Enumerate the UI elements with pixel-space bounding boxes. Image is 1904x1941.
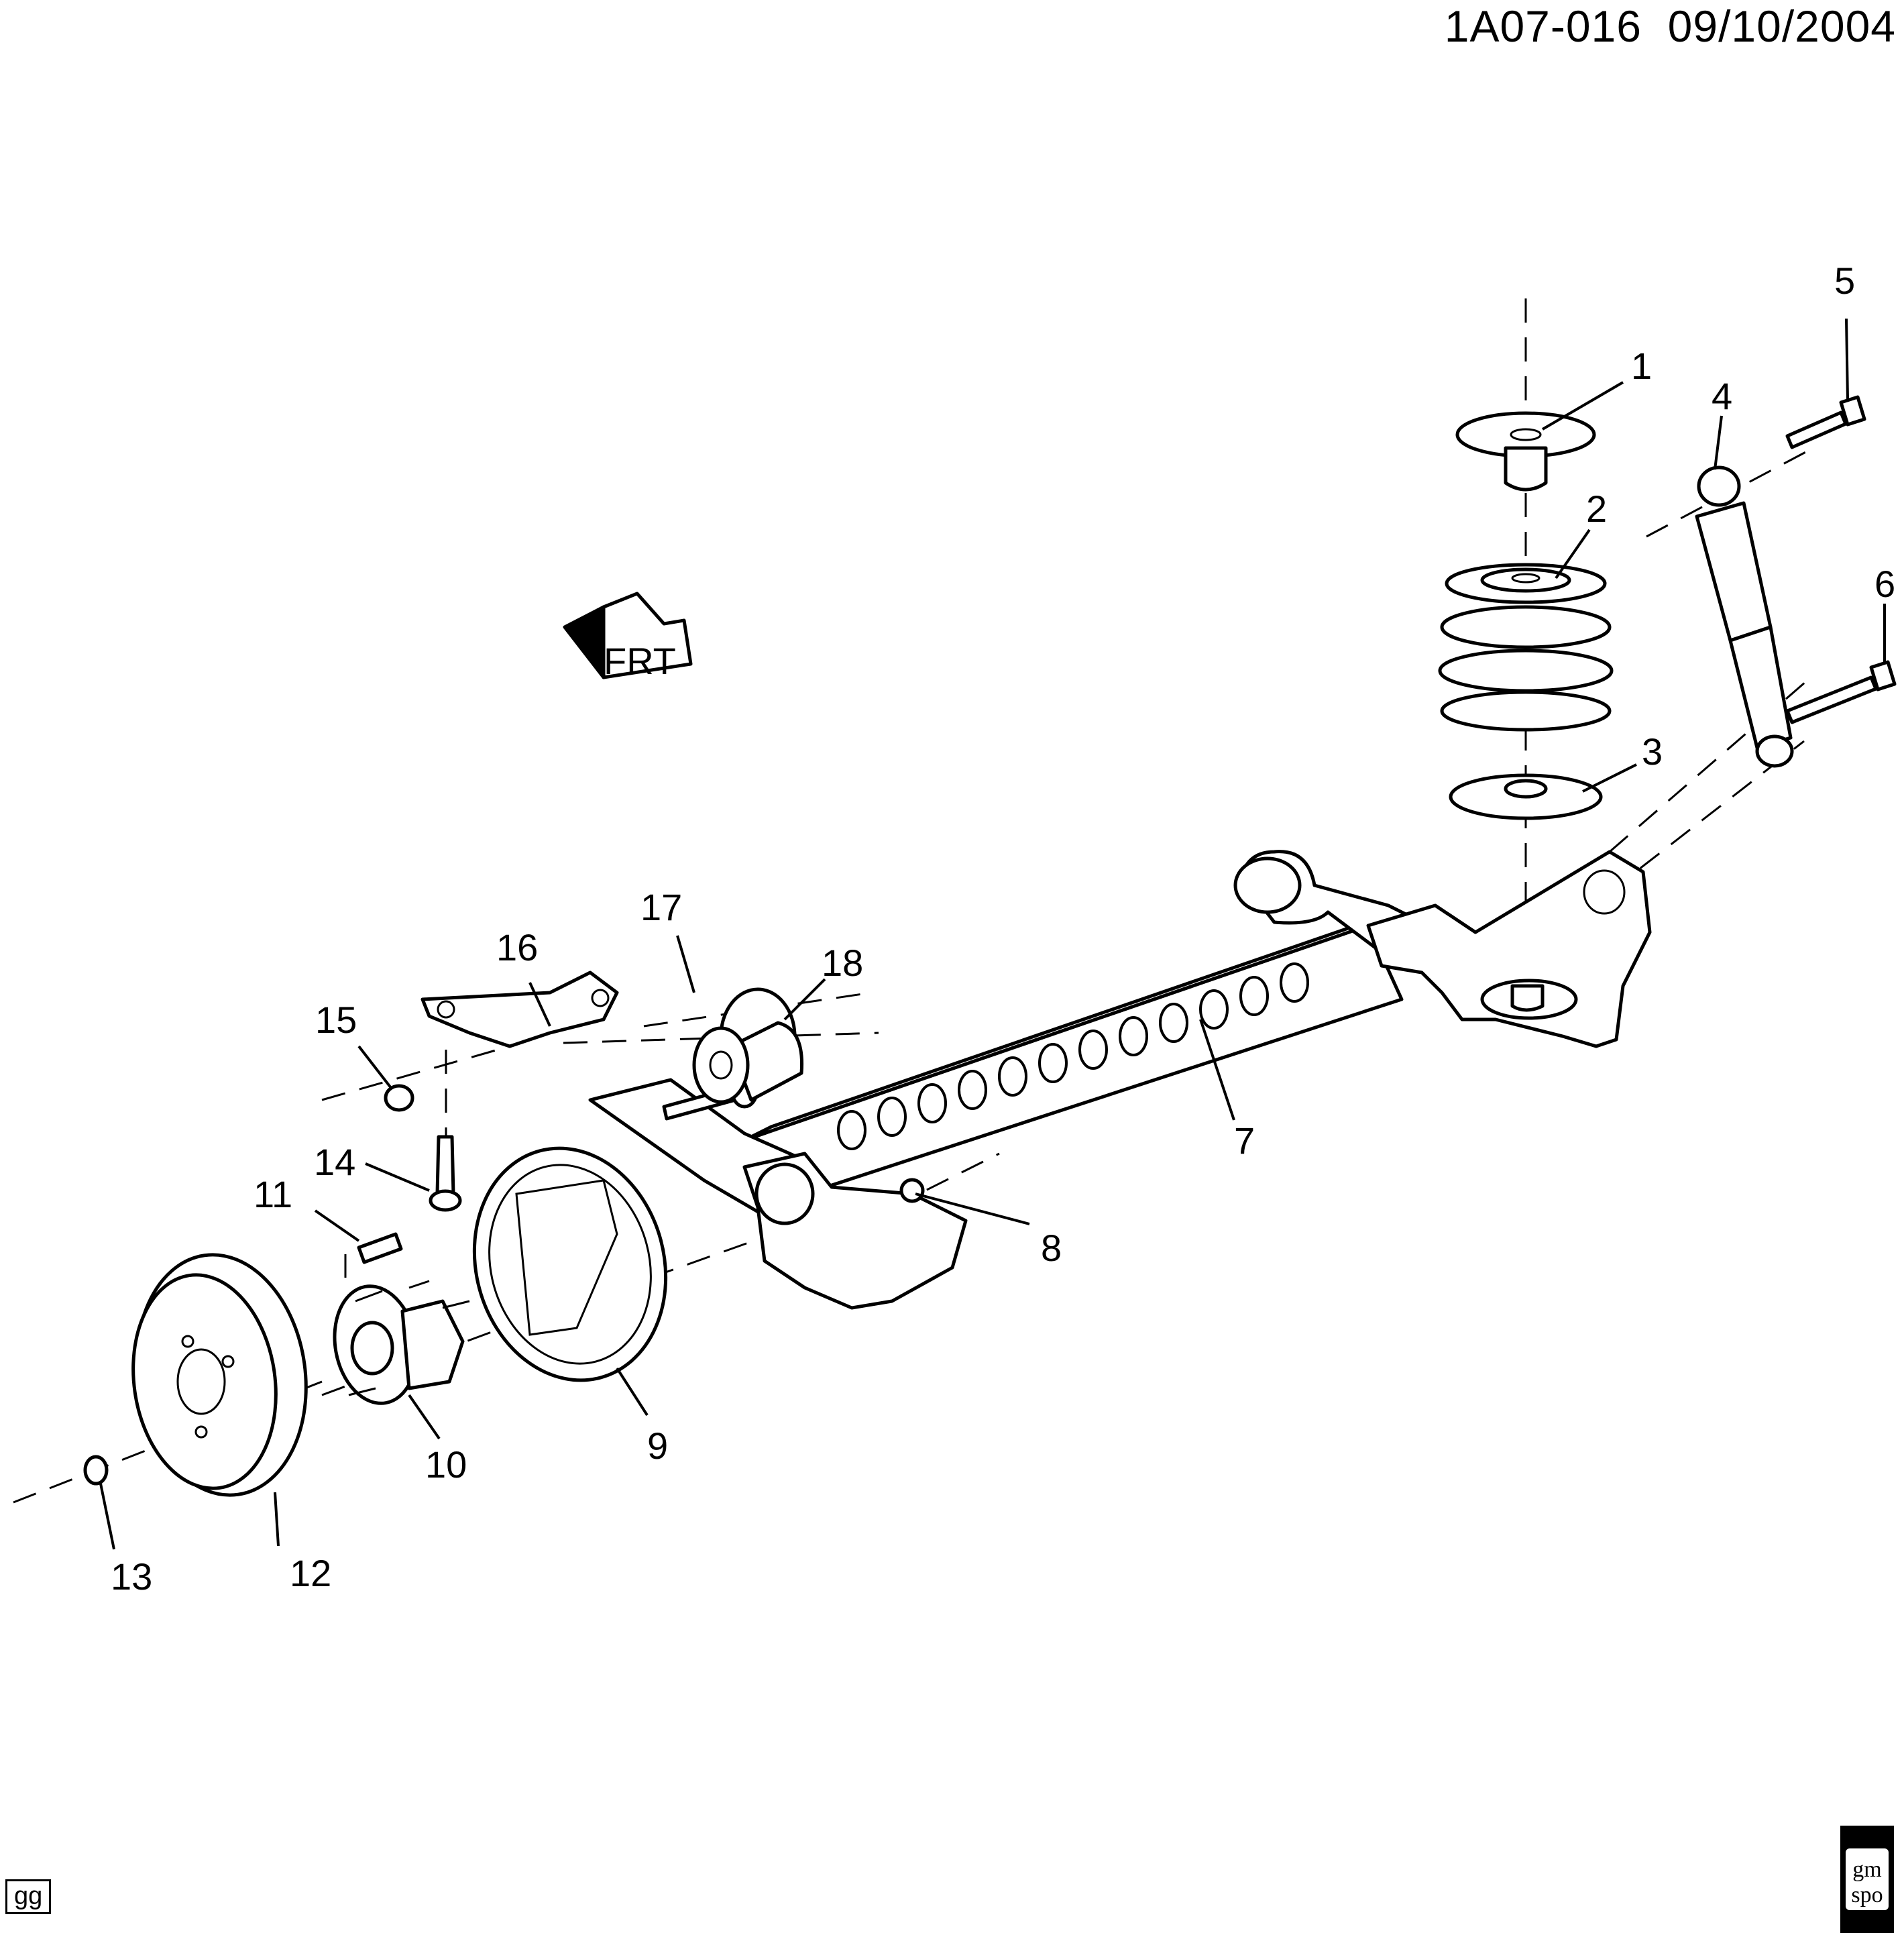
gm-spo-logo: gm spo xyxy=(1840,1826,1894,1933)
callout-16: 16 xyxy=(496,926,538,968)
callout-numbers: 1 2 3 4 5 6 7 8 9 10 11 12 13 14 15 16 1… xyxy=(111,260,1895,1598)
callout-3: 3 xyxy=(1642,730,1663,773)
callout-11: 11 xyxy=(254,1173,292,1215)
part-8-nut xyxy=(899,1178,925,1203)
callout-18: 18 xyxy=(822,942,863,984)
callout-4: 4 xyxy=(1712,375,1732,417)
part-7-rear-axle xyxy=(588,850,1652,1310)
diagram-ref: 1A07-016 xyxy=(1444,1,1642,51)
callout-8: 8 xyxy=(1041,1227,1062,1269)
callout-14: 14 xyxy=(314,1141,355,1183)
diagram-header: 1A07-016 09/10/2004 xyxy=(1445,0,1896,53)
part-3-lower-insulator xyxy=(1449,773,1603,820)
logo-line1: gm xyxy=(1852,1857,1881,1882)
callout-10: 10 xyxy=(425,1443,467,1486)
part-2-coil-spring xyxy=(1438,563,1614,732)
logo-line2: spo xyxy=(1851,1883,1883,1907)
part-14-bolt xyxy=(429,1135,462,1212)
callout-leaders xyxy=(99,318,1886,1550)
callout-6: 6 xyxy=(1874,563,1895,605)
part-9-backing-plate xyxy=(472,1146,668,1382)
callout-2: 2 xyxy=(1586,488,1607,530)
part-13-nut xyxy=(83,1455,109,1486)
front-label: FRT xyxy=(604,640,676,682)
callout-1: 1 xyxy=(1631,345,1652,387)
part-10-hub-bearing xyxy=(333,1280,470,1405)
callout-5: 5 xyxy=(1834,260,1855,302)
axle-holes xyxy=(837,962,1309,1150)
part-18-bushing xyxy=(692,987,804,1104)
front-arrow-icon xyxy=(563,605,606,679)
part-5-bolt xyxy=(1785,395,1866,449)
part-4-shock-absorber xyxy=(1695,465,1794,768)
diagram-date: 09/10/2004 xyxy=(1667,1,1896,51)
callout-17: 17 xyxy=(640,886,682,928)
part-11-wheel-stud xyxy=(357,1232,403,1264)
corner-tag: gg xyxy=(5,1879,52,1914)
part-15-nut xyxy=(384,1084,414,1112)
callout-13: 13 xyxy=(111,1555,152,1598)
callout-7: 7 xyxy=(1234,1119,1255,1162)
part-1-spring-insulator xyxy=(1455,411,1596,492)
callout-12: 12 xyxy=(290,1552,331,1594)
front-direction-indicator: FRT xyxy=(563,592,693,682)
callout-9: 9 xyxy=(647,1425,668,1467)
callout-15: 15 xyxy=(315,999,357,1041)
part-16-bracket xyxy=(421,970,619,1048)
part-12-brake-drum xyxy=(131,1253,308,1497)
part-6-bolt xyxy=(1785,660,1897,724)
